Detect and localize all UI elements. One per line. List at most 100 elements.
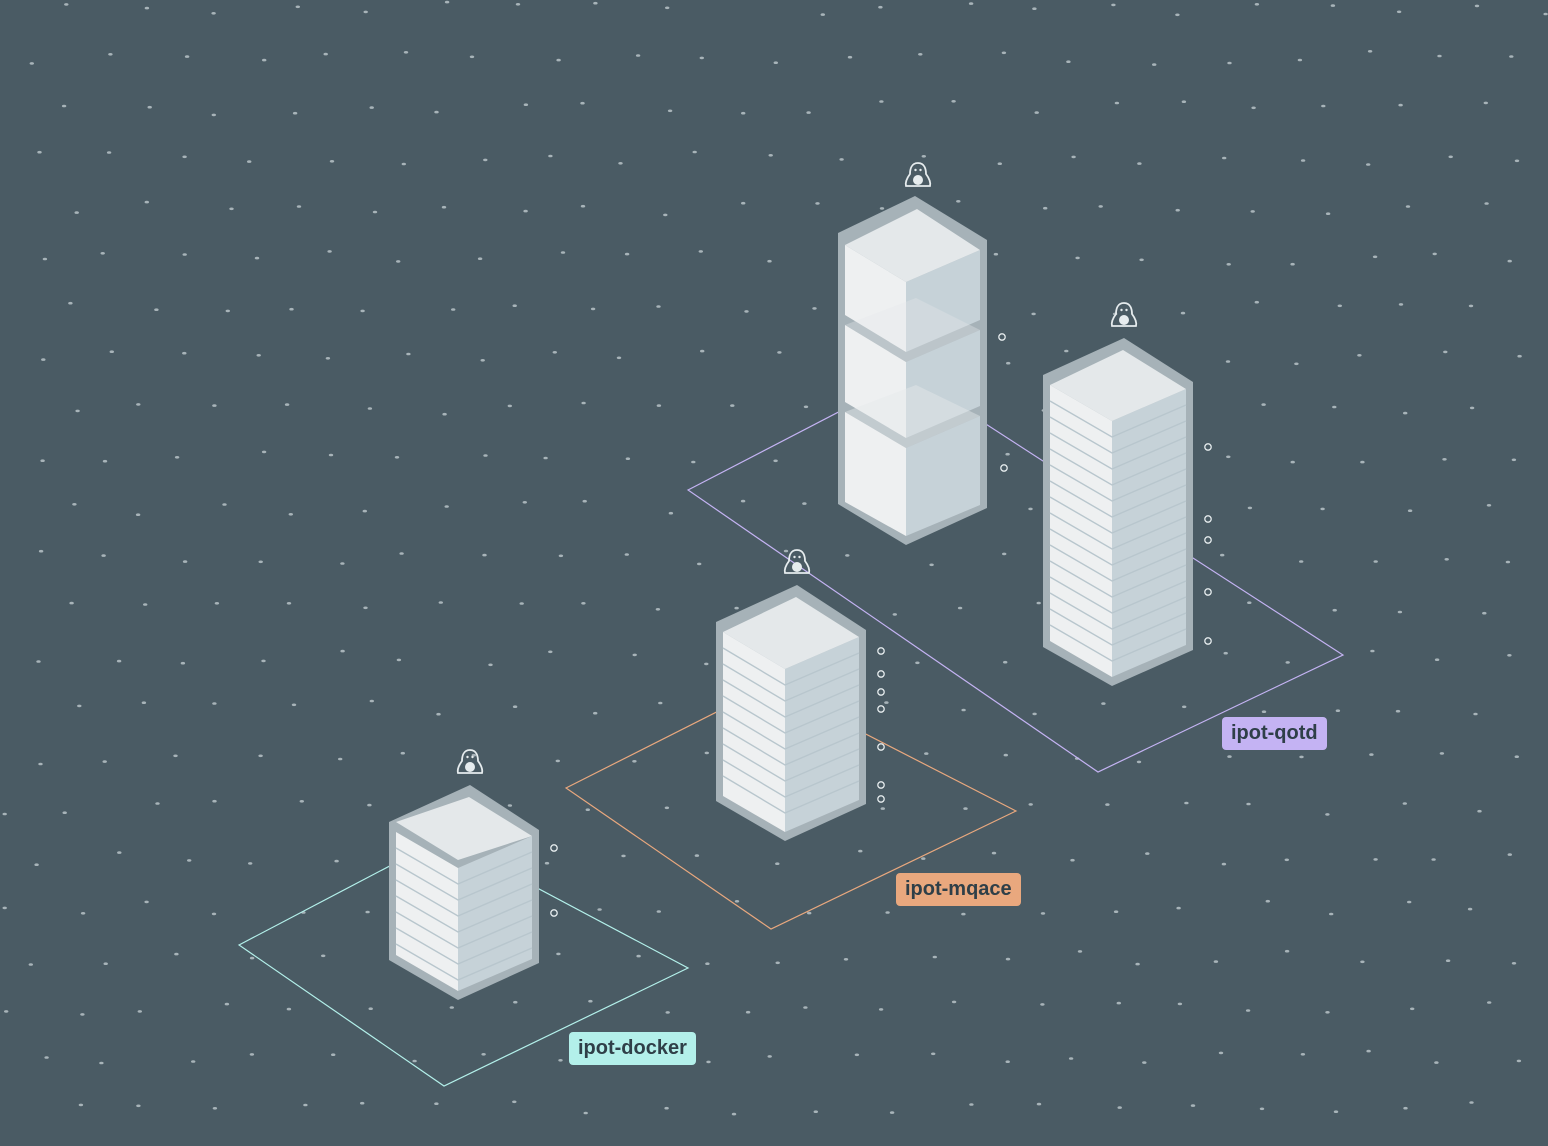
process-icon[interactable] [877, 688, 885, 696]
rack-slots [722, 647, 860, 814]
rack-slot-line [722, 727, 860, 766]
host-node-docker[interactable] [389, 785, 539, 1000]
linux-penguin-icon[interactable] [783, 549, 811, 574]
background-dot [1117, 1106, 1122, 1109]
process-icon[interactable] [1204, 536, 1212, 544]
background-dot [1247, 506, 1253, 510]
background-dot [329, 160, 335, 163]
linux-penguin-icon[interactable] [1110, 302, 1138, 327]
background-dot [1372, 255, 1378, 259]
background-dot [664, 1106, 669, 1110]
background-dot [363, 606, 368, 610]
background-dot [327, 250, 332, 253]
background-dot [512, 705, 518, 708]
process-icon[interactable] [877, 647, 885, 655]
host-node-mqace[interactable] [716, 585, 866, 841]
rack-top [396, 797, 532, 860]
background-dot [331, 1053, 336, 1056]
background-dot [365, 910, 370, 914]
background-dot [1003, 753, 1008, 757]
background-dot [101, 554, 106, 557]
background-dot [286, 602, 292, 605]
zone-outline-qotd[interactable] [686, 374, 1345, 773]
process-icon[interactable] [1204, 515, 1212, 523]
zone-label-qotd[interactable]: ipot-qotd [1222, 717, 1327, 750]
background-dot [1221, 862, 1227, 866]
background-dot [932, 955, 937, 959]
background-dot [1469, 1101, 1474, 1104]
background-dot [1250, 210, 1255, 213]
process-icon[interactable] [877, 705, 885, 713]
linux-penguin-icon[interactable] [456, 749, 484, 774]
background-dot [1514, 159, 1520, 163]
background-dot [482, 553, 487, 557]
background-dot [1071, 155, 1076, 159]
background-dot [1407, 509, 1413, 512]
background-dot [775, 961, 780, 965]
background-dot [438, 601, 443, 604]
background-dot [299, 800, 304, 803]
background-dot [442, 412, 447, 416]
background-dot [847, 55, 853, 59]
background-dot [621, 854, 626, 858]
background-dot [1511, 962, 1517, 965]
background-dot [1299, 755, 1304, 759]
background-dot [36, 660, 41, 663]
background-dot [1152, 63, 1157, 66]
background-dot [767, 1055, 772, 1058]
process-icon[interactable] [877, 670, 885, 678]
linux-penguin-icon[interactable] [904, 162, 932, 187]
background-dot [618, 162, 623, 165]
background-dot [951, 100, 956, 103]
background-dot [636, 954, 641, 958]
background-dot [773, 459, 778, 463]
background-dot [1190, 1104, 1196, 1107]
background-dot [182, 155, 187, 159]
process-icon[interactable] [877, 795, 885, 803]
zone-label-mqace[interactable]: ipot-mqace [896, 873, 1021, 906]
background-dot [1040, 912, 1046, 915]
rack-slot-line [1049, 544, 1187, 582]
background-dot [77, 704, 82, 708]
background-dot [616, 356, 622, 360]
background-dot [34, 863, 39, 866]
process-icon[interactable] [1204, 443, 1212, 451]
background-dot [136, 1104, 141, 1108]
background-dot [523, 209, 528, 213]
process-icon[interactable] [877, 743, 885, 751]
background-dot [102, 760, 107, 763]
background-dot [135, 513, 141, 516]
background-dot [141, 701, 147, 704]
zone-outline-docker[interactable] [237, 837, 690, 1087]
process-icon[interactable] [550, 909, 558, 917]
host-node-qotd-a[interactable] [838, 196, 987, 545]
background-dot [1005, 957, 1011, 961]
process-icon[interactable] [1000, 464, 1008, 472]
background-dot [1227, 755, 1232, 758]
background-dot [552, 351, 557, 354]
process-icon[interactable] [877, 781, 885, 789]
background-dot [581, 602, 586, 605]
background-dot [434, 1102, 439, 1105]
process-icon[interactable] [1204, 637, 1212, 645]
background-dot [29, 62, 34, 65]
rack-top [1050, 350, 1186, 421]
background-dot [885, 911, 890, 914]
process-icon[interactable] [1204, 588, 1212, 596]
background-dot [1333, 1110, 1339, 1113]
process-icon[interactable] [998, 333, 1006, 341]
process-icon[interactable] [550, 844, 558, 852]
host-node-qotd-b[interactable] [1043, 338, 1193, 686]
background-dot [1484, 202, 1489, 205]
background-dot [1367, 50, 1373, 53]
rack-slot-line [395, 863, 533, 901]
background-dot [106, 151, 112, 154]
background-dot [100, 252, 105, 255]
background-dot [783, 549, 789, 553]
background-dot [144, 200, 149, 204]
zone-outline-mqace[interactable] [564, 684, 1018, 930]
background-dot [1066, 60, 1071, 63]
background-dot [813, 1110, 818, 1113]
zone-label-docker[interactable]: ipot-docker [569, 1032, 696, 1065]
